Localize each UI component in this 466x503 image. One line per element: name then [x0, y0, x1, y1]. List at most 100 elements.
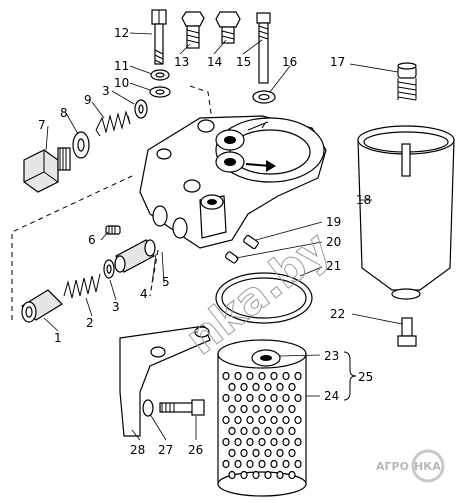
perforation-hole [294, 371, 302, 381]
perforation-hole [276, 426, 284, 436]
washer-8 [72, 131, 90, 159]
perforation-hole [228, 448, 236, 458]
perforation-hole [240, 382, 248, 392]
label-3-upper: 3 [102, 84, 110, 98]
perforation-hole [228, 426, 236, 436]
label-16: 16 [282, 55, 297, 69]
valve-17 [397, 62, 417, 101]
perforation-hole [270, 415, 278, 425]
perforation-hole [222, 459, 230, 469]
bowl-18 [357, 125, 455, 300]
perforation-hole [282, 371, 290, 381]
perforation-hole [294, 415, 302, 425]
filter-cap-23 [251, 349, 281, 367]
perforation-hole [228, 382, 236, 392]
perforation-hole [264, 470, 272, 480]
label-19: 19 [326, 215, 341, 229]
perforation-hole [258, 393, 266, 403]
label-4: 4 [140, 287, 148, 301]
perforation-hole [258, 459, 266, 469]
sleeve-1 [21, 289, 63, 323]
label-21: 21 [326, 259, 341, 273]
label-26: 26 [188, 443, 203, 457]
label-24: 24 [324, 389, 339, 403]
label-23: 23 [324, 349, 339, 363]
perforation-hole [252, 448, 260, 458]
perforation-hole [288, 382, 296, 392]
perforation-hole [294, 459, 302, 469]
agronka-logo: АГРО НКА [376, 449, 445, 483]
perforation-hole [252, 382, 260, 392]
label-27: 27 [158, 443, 173, 457]
perforation-hole [240, 404, 248, 414]
label-25: 25 [358, 370, 373, 384]
label-1: 1 [54, 331, 62, 345]
leader-lines [43, 32, 403, 441]
label-8: 8 [60, 106, 68, 120]
perforation-hole [246, 371, 254, 381]
label-28: 28 [130, 443, 145, 457]
label-2: 2 [86, 316, 94, 330]
perforation-hole [234, 437, 242, 447]
perforation-hole [294, 437, 302, 447]
label-13: 13 [174, 55, 189, 69]
perforation-hole [252, 404, 260, 414]
perforation-hole [288, 404, 296, 414]
label-7: 7 [38, 118, 46, 132]
brace-25 [343, 351, 357, 401]
washer-3-upper [134, 99, 148, 119]
perforation-hole [282, 459, 290, 469]
label-17: 17 [330, 55, 345, 69]
washer-3-lower [103, 259, 115, 279]
perforation-hole [270, 459, 278, 469]
logo-text-left: АГРО [376, 460, 409, 473]
perforation-hole [270, 393, 278, 403]
bracket-28 [119, 325, 211, 437]
perforation-hole [228, 470, 236, 480]
perforation-hole [222, 437, 230, 447]
washer-10 [149, 86, 171, 98]
perforation-hole [264, 426, 272, 436]
label-9: 9 [84, 93, 92, 107]
label-12: 12 [114, 26, 129, 40]
perforation-hole [258, 415, 266, 425]
bolt-15 [256, 12, 271, 84]
perforation-hole [258, 437, 266, 447]
fitting-13 [181, 11, 205, 49]
perforation-hole [240, 426, 248, 436]
label-11: 11 [114, 59, 129, 73]
perforation-hole [246, 437, 254, 447]
perforation-hole [252, 426, 260, 436]
perforation-hole [240, 470, 248, 480]
perforation-hole [222, 415, 230, 425]
perforation-hole [282, 393, 290, 403]
perforation-hole [276, 448, 284, 458]
bolt-26 [159, 399, 205, 416]
perforation-hole [240, 448, 248, 458]
filter-head [139, 115, 327, 249]
perforation-hole [288, 448, 296, 458]
valve-4 [114, 239, 156, 273]
filter-element-24 [217, 339, 307, 497]
perforation-hole [288, 426, 296, 436]
label-5: 5 [162, 275, 170, 289]
perforation-hole [228, 404, 236, 414]
gasket-21 [215, 272, 313, 324]
perforation-hole [270, 371, 278, 381]
washer-11 [150, 69, 170, 81]
screw-6 [105, 225, 121, 235]
fitting-14 [215, 11, 241, 44]
perforation-hole [264, 382, 272, 392]
perforation-hole [246, 393, 254, 403]
washer-16 [252, 90, 276, 104]
perforation-hole [252, 470, 260, 480]
label-6: 6 [88, 233, 96, 247]
label-22: 22 [330, 307, 345, 321]
assembly-dashed-lines [11, 85, 213, 320]
label-14: 14 [207, 55, 222, 69]
washer-27 [142, 399, 154, 417]
drain-plug-22 [397, 317, 417, 347]
spring-9 [95, 110, 131, 137]
perforation-hole [264, 448, 272, 458]
